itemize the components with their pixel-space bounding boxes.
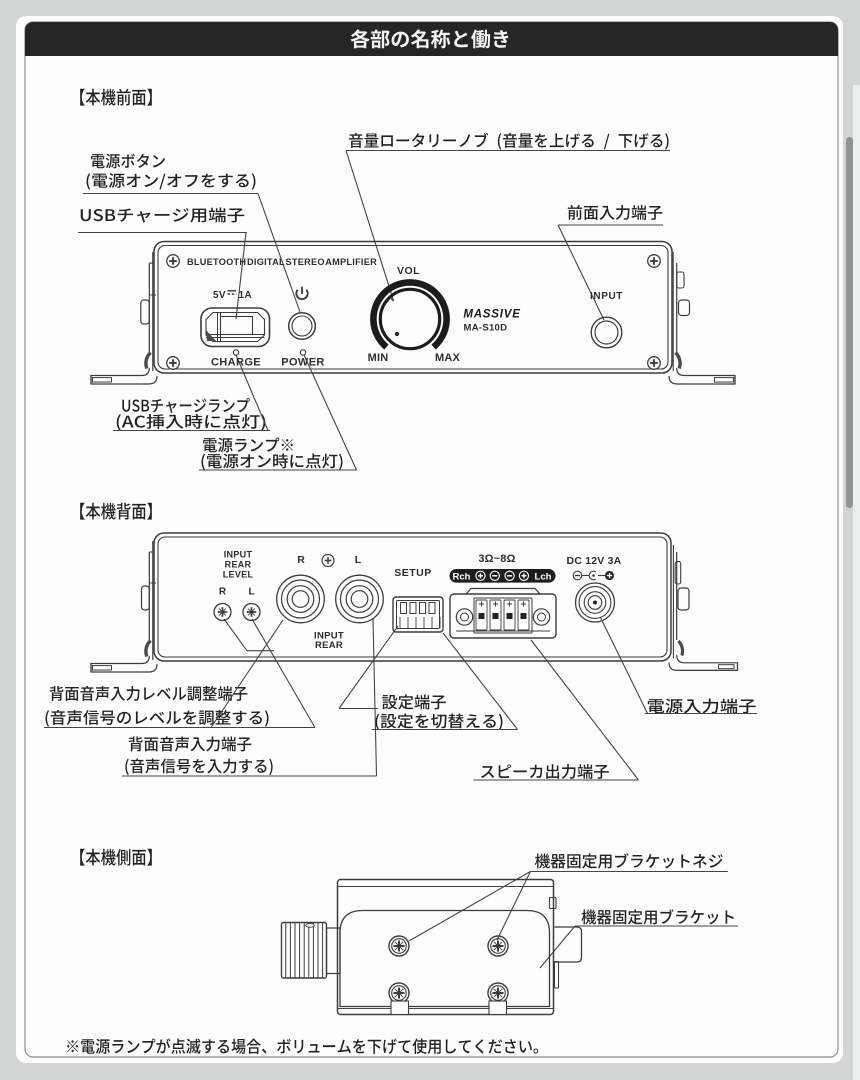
svg-text:SETUP: SETUP	[394, 567, 432, 579]
svg-text:REAR: REAR	[225, 560, 252, 570]
svg-text:CHARGE: CHARGE	[211, 357, 261, 369]
svg-text:MIN: MIN	[368, 352, 389, 364]
svg-text:L: L	[355, 554, 362, 566]
svg-text:INPUT: INPUT	[224, 550, 253, 560]
svg-text:VOL: VOL	[397, 265, 420, 277]
svg-text:POWER: POWER	[281, 357, 325, 369]
svg-text:3Ω~8Ω: 3Ω~8Ω	[478, 553, 515, 565]
svg-text:REAR: REAR	[315, 640, 343, 651]
svg-text:BLUETOOTH DIGITAL STEREO AMPLI: BLUETOOTH DIGITAL STEREO AMPLIFIER	[187, 257, 377, 267]
svg-text:R: R	[219, 587, 227, 598]
svg-text:R: R	[297, 554, 305, 566]
svg-text:LEVEL: LEVEL	[223, 570, 254, 580]
svg-text:INPUT: INPUT	[314, 631, 344, 642]
svg-text:Rch: Rch	[453, 572, 471, 583]
svg-text:MA-S10D: MA-S10D	[464, 323, 508, 334]
svg-text:DC 12V 3A: DC 12V 3A	[567, 555, 622, 567]
svg-text:L: L	[248, 587, 254, 598]
svg-text:5V: 5V	[213, 290, 226, 301]
svg-text:MASSIVE: MASSIVE	[463, 309, 520, 321]
svg-text:MAX: MAX	[435, 352, 461, 364]
svg-text:1A: 1A	[239, 290, 252, 301]
svg-text:Lch: Lch	[535, 572, 552, 583]
svg-text:INPUT: INPUT	[590, 291, 623, 302]
